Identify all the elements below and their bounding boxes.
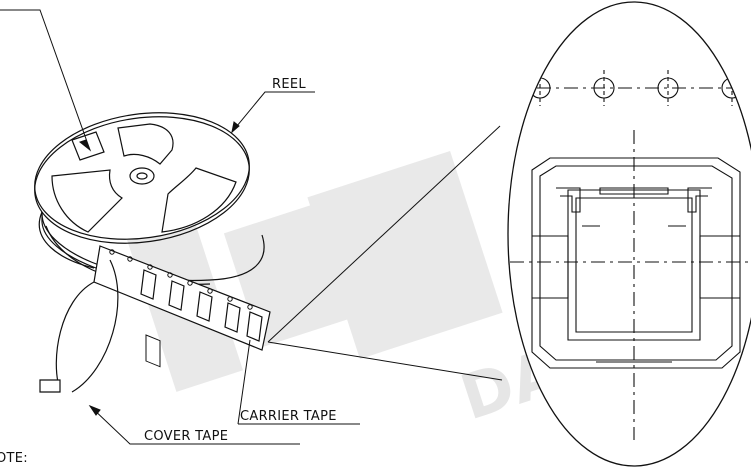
label-note: OTE: [0,451,28,466]
cover-tape-strip [39,259,119,393]
detail-view [507,1,751,467]
label-carrier-tape: CARRIER TAPE [240,409,337,424]
label-reel: REEL [272,77,306,92]
callouts [0,9,503,445]
label-cover-tape: COVER TAPE [144,429,228,444]
carrier-tape-strip [93,245,271,368]
